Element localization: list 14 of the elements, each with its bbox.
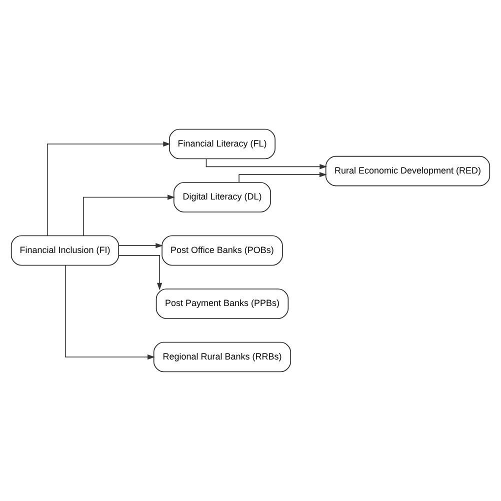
node-box: Post Payment Banks (PPBs)	[156, 288, 289, 319]
arrow	[118, 243, 164, 248]
node-box: Rural Economic Development (RED)	[325, 156, 490, 186]
arrow	[206, 158, 328, 170]
arrow	[46, 141, 171, 236]
arrow	[83, 194, 175, 236]
node-box: Digital Literacy (DL)	[174, 182, 271, 212]
node-box: Post Office Banks (POBs)	[162, 235, 283, 266]
arrow	[118, 255, 162, 290]
node-box: Financial Literacy (FL)	[169, 128, 276, 160]
arrow	[238, 172, 327, 183]
node-box: Regional Rural Banks (RRBs)	[153, 342, 292, 372]
node-box: Financial Inclusion (FI)	[10, 235, 120, 266]
arrow	[64, 264, 155, 360]
